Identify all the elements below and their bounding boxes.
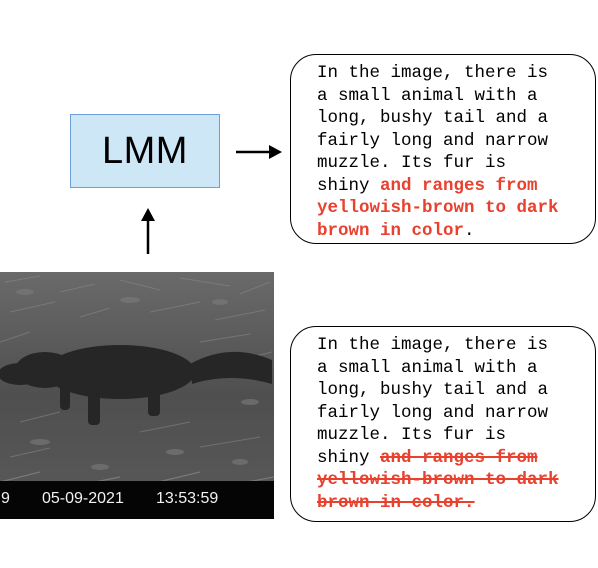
response-line: fairly long and narrow [317, 402, 549, 423]
response-period: . [464, 220, 475, 241]
response-line: muzzle. Its fur is [317, 153, 507, 173]
response-line-6: shiny and ranges from [317, 447, 595, 470]
response-line: a small animal with a [317, 85, 538, 106]
response-plain-text: shiny [317, 447, 381, 468]
hallucination-highlight: and ranges from [380, 175, 538, 196]
response-line-6: shiny and ranges from [317, 175, 595, 198]
right-arrow-icon [236, 145, 282, 159]
animal-silhouette [0, 345, 272, 425]
timestamp-bar: 9 05-09-2021 13:53:59 [0, 481, 274, 519]
response-original-callout: In the image, there is a small animal wi… [290, 54, 596, 244]
response-corrected-callout: In the image, there is a small animal wi… [290, 326, 596, 522]
response-line: fairly long and narrow [317, 130, 549, 151]
lmm-label: LMM [102, 129, 188, 172]
timestamp-time: 13:53:59 [156, 490, 219, 507]
timestamp-date: 05-09-2021 [42, 490, 124, 507]
hallucination-highlight: brown in color [317, 220, 465, 241]
lmm-model-box: LMM [70, 114, 220, 188]
struck-hallucination: yellowish-brown to dark [317, 470, 559, 490]
timestamp-left-digit: 9 [1, 490, 10, 507]
animal-scene-image [0, 272, 274, 519]
response-plain-text: shiny [317, 175, 381, 196]
hallucination-highlight: yellowish-brown to dark [317, 198, 559, 218]
up-arrow-icon [141, 208, 155, 254]
struck-hallucination: brown in color. [317, 492, 475, 513]
response-line: In the image, there is [317, 335, 549, 355]
camera-trap-photo: 9 05-09-2021 13:53:59 [0, 272, 274, 519]
response-line-8: brown in color. [317, 220, 595, 243]
response-line: a small animal with a [317, 357, 538, 378]
struck-hallucination: and ranges from [380, 447, 538, 468]
response-line: long, bushy tail and a [317, 380, 549, 400]
response-line: muzzle. Its fur is [317, 425, 507, 445]
response-line: long, bushy tail and a [317, 108, 549, 128]
response-line: In the image, there is [317, 63, 549, 83]
